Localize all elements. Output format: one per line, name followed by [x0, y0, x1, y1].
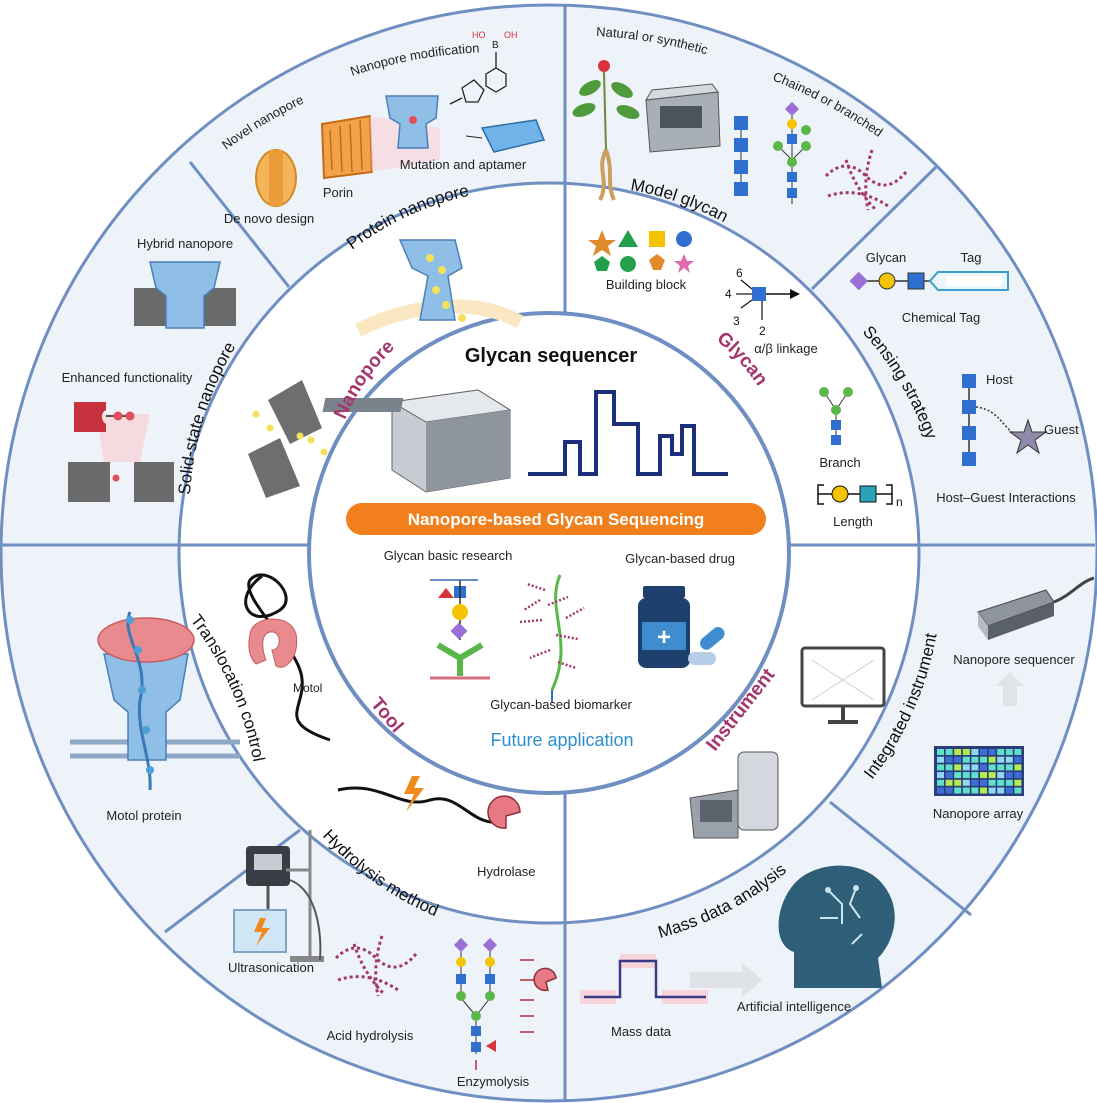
- research-label: Glycan basic research: [384, 548, 513, 563]
- future-application-label: Future application: [490, 730, 633, 750]
- label-motol-protein: Motol protein: [106, 808, 181, 823]
- length-glycan-icon: [817, 484, 893, 505]
- porin-icon: [320, 114, 374, 180]
- up-arrow-icon: [996, 672, 1024, 706]
- right-arrow-icon: [690, 962, 762, 998]
- drug-label: Glycan-based drug: [625, 551, 735, 566]
- linkage-number-4: 4: [725, 287, 732, 301]
- divider-outer-nw: [188, 161, 291, 288]
- label-guest: Guest: [1044, 422, 1079, 437]
- divider-outer-se: [829, 800, 972, 917]
- label-tag-tag: Tag: [961, 250, 982, 265]
- aptamer-band-icon: [465, 119, 546, 153]
- branch-glycan-icon: [819, 387, 853, 445]
- center-panel: Glycan sequencer Nanopore-based Glycan S…: [322, 345, 766, 750]
- label-chemical-tag: Chemical Tag: [902, 310, 981, 325]
- linear-glycan-chain-icon: [734, 116, 748, 196]
- label-porin: Porin: [323, 185, 353, 200]
- ring-structure: [0, 3, 1097, 1103]
- label-de-novo: De novo design: [224, 211, 314, 226]
- label-enhanced-functionality: Enhanced functionality: [62, 370, 193, 385]
- boron-b-text: B: [492, 40, 499, 51]
- label-enzymolysis: Enzymolysis: [457, 1074, 530, 1089]
- drug-bottle-icon: +: [638, 586, 725, 668]
- chemical-tag-icon: [849, 271, 1009, 291]
- building-block-icon: [588, 230, 694, 273]
- motol-protein-pore-icon: [70, 611, 240, 791]
- length-n: n: [896, 495, 903, 509]
- label-mutation-aptamer: Mutation and aptamer: [400, 157, 527, 172]
- linkage-number-2: 2: [759, 324, 766, 338]
- center-banner: [346, 503, 766, 535]
- motol-label: Motol: [293, 681, 322, 695]
- nanopore-sequencer-device-icon: [977, 576, 1095, 640]
- boronic-acid-structure-icon: [449, 52, 507, 105]
- center-banner-text: Nanopore-based Glycan Sequencing: [408, 510, 705, 529]
- boron-ho-text: HO: [472, 30, 486, 40]
- de-novo-pore-icon: [255, 149, 297, 207]
- building-block-label: Building block: [606, 277, 687, 292]
- nanopore-array-icon: [934, 746, 1024, 796]
- label-acid-hydrolysis: Acid hydrolysis: [327, 1028, 414, 1043]
- plant-icon: [572, 60, 640, 201]
- antibody-glycan-icon: [430, 579, 490, 680]
- label-nanopore-sequencer: Nanopore sequencer: [953, 652, 1075, 667]
- hydrolase-strand-icon: [337, 776, 521, 829]
- label-ultrasonication: Ultrasonication: [228, 960, 314, 975]
- divider-outer-ne: [810, 165, 938, 291]
- length-label: Length: [833, 514, 873, 529]
- center-title: Glycan sequencer: [465, 345, 638, 367]
- ai-head-icon: [778, 865, 895, 988]
- hydrolase-label: Hydrolase: [477, 864, 536, 879]
- biomarker-label: Glycan-based biomarker: [490, 697, 632, 712]
- label-mass-data: Mass data: [611, 1024, 672, 1039]
- enzymolysis-glycan-icon: [453, 937, 557, 1070]
- label-host: Host: [986, 372, 1013, 387]
- linkage-number-3: 3: [733, 314, 740, 328]
- motol-strand-icon: [244, 573, 331, 742]
- linkage-number-6: 6: [736, 266, 743, 280]
- label-artificial-intelligence: Artificial intelligence: [737, 999, 851, 1014]
- linkage-icon: [736, 279, 800, 320]
- boron-oh-text: OH: [504, 30, 518, 40]
- biomarker-molecule-icon: [519, 574, 585, 702]
- acid-hydrolysis-cluster-icon: [334, 935, 418, 997]
- label-host-guest: Host–Guest Interactions: [936, 490, 1076, 505]
- branch-label: Branch: [819, 455, 860, 470]
- modified-pore-icon: [385, 95, 439, 149]
- host-guest-icon: [962, 374, 1048, 466]
- enhanced-functionality-icon: [68, 402, 174, 502]
- drug-plus-glyph: +: [657, 624, 671, 651]
- label-tag-glycan: Glycan: [866, 250, 906, 265]
- synthesizer-icon: [645, 83, 721, 153]
- label-nanopore-array: Nanopore array: [933, 806, 1024, 821]
- monitor-icon: [800, 646, 886, 724]
- sequencer-device-icon: [322, 389, 512, 493]
- current-trace: [528, 390, 728, 476]
- solid-state-nanopore-icon: [248, 380, 328, 498]
- linkage-label: α/β linkage: [754, 341, 817, 356]
- glycan-cluster-icon: [824, 149, 908, 212]
- hybrid-nanopore-icon: [134, 261, 236, 329]
- benchtop-instrument-icon: [689, 751, 779, 839]
- ultrasonicator-icon: [233, 830, 324, 962]
- mass-data-trace-icon: [580, 954, 708, 1004]
- branched-glycan-chain-icon: [773, 101, 811, 204]
- protein-nanopore-icon: [354, 239, 524, 337]
- label-hybrid-nanopore: Hybrid nanopore: [137, 236, 233, 251]
